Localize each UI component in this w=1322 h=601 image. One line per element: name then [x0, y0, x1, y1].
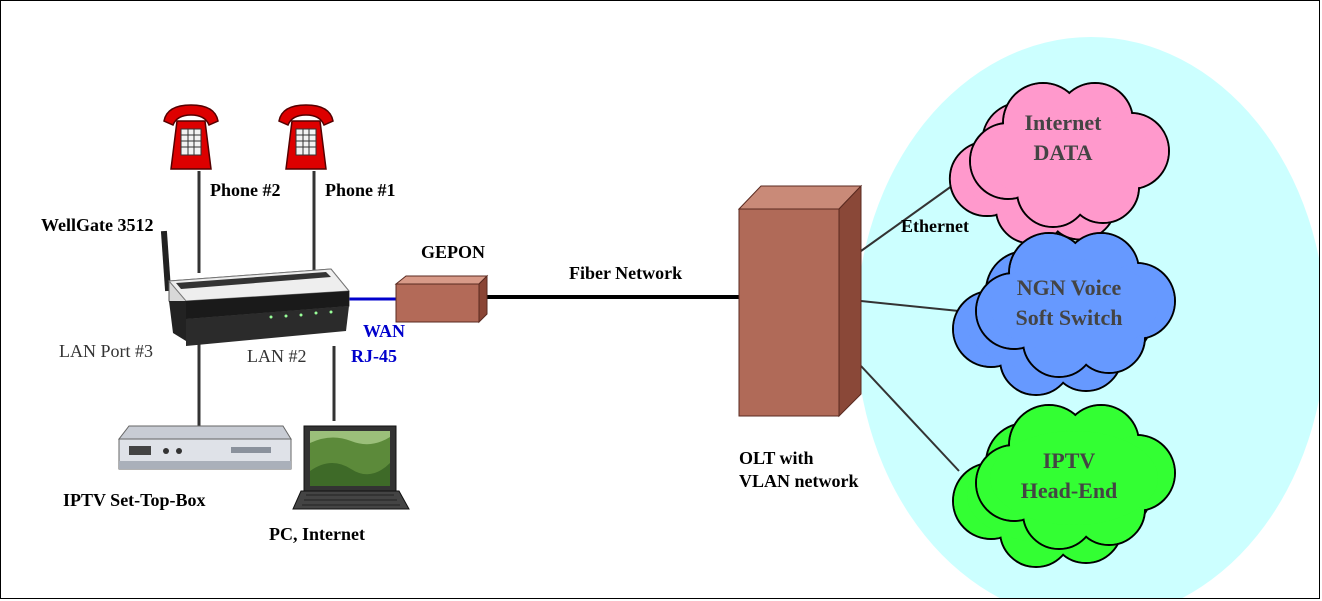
phone-2-icon	[163, 104, 219, 170]
ethernet-link-voice	[860, 300, 960, 312]
lan2-label: LAN #2	[247, 346, 307, 366]
gepon-label: GEPON	[421, 242, 486, 262]
voice-cloud-line2: Soft Switch	[1015, 305, 1123, 330]
ethernet-link-iptv	[860, 365, 960, 472]
voice-cloud-line1: NGN Voice	[1016, 275, 1122, 300]
iptv-cloud-line2: Head-End	[1020, 478, 1118, 503]
wellgate-router-icon	[160, 230, 351, 346]
iptv-cloud-label: IPTV Head-End	[989, 446, 1149, 506]
wellgate-label: WellGate 3512	[41, 215, 154, 235]
phone1-label: Phone #1	[325, 180, 396, 200]
olt-label-line2: VLAN network	[739, 471, 859, 491]
phone2-label: Phone #2	[210, 180, 281, 200]
voice-cloud-label: NGN Voice Soft Switch	[989, 273, 1149, 333]
laptop-icon	[292, 425, 410, 510]
phone-1-icon	[278, 104, 334, 170]
pc-label: PC, Internet	[269, 524, 365, 544]
ethernet-link-internet	[860, 182, 957, 252]
fiber-network-label: Fiber Network	[569, 263, 683, 283]
internet-cloud-line1: Internet	[1024, 110, 1102, 135]
lan-port3-label: LAN Port #3	[59, 341, 153, 361]
gepon-device-icon	[394, 274, 489, 324]
iptv-cloud-line1: IPTV	[1042, 448, 1096, 473]
set-top-box-icon	[117, 425, 292, 470]
wan-label-line1: WAN	[363, 321, 406, 341]
olt-tower-icon	[737, 184, 863, 418]
internet-cloud-line2: DATA	[1033, 140, 1093, 165]
internet-cloud-label: Internet DATA	[983, 108, 1143, 168]
wan-label-line2: RJ-45	[351, 346, 397, 366]
ethernet-label: Ethernet	[901, 216, 969, 236]
stb-label: IPTV Set-Top-Box	[63, 490, 206, 510]
olt-label-line1: OLT with	[739, 448, 814, 468]
